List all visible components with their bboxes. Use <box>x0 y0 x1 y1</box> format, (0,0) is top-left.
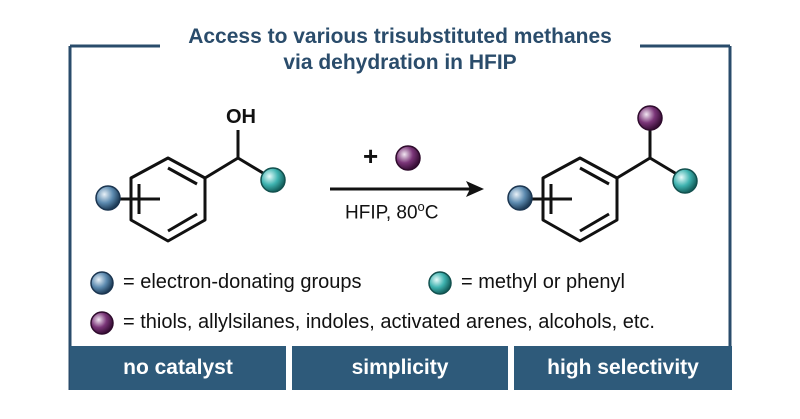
purple-sphere-reagent <box>395 145 421 171</box>
degree-symbol: o <box>417 199 425 214</box>
reactant-molecule <box>112 130 269 243</box>
conditions-text: HFIP, 80 <box>345 202 418 224</box>
legend-purple-icon <box>90 311 114 335</box>
blue-sphere-reactant <box>95 185 121 211</box>
title-line-1: Access to various trisubstituted methane… <box>188 25 612 48</box>
feature-no-catalyst: no catalyst <box>70 346 286 390</box>
blue-sphere-product <box>507 185 533 211</box>
title-line-2: via dehydration in HFIP <box>283 51 517 74</box>
legend-blue-icon <box>90 271 114 295</box>
teal-sphere-product <box>672 168 698 194</box>
hydroxyl-label: OH <box>226 106 256 128</box>
legend-teal-text: = methyl or phenyl <box>461 271 625 293</box>
purple-sphere-product <box>637 105 663 131</box>
legend-blue-text: = electron-donating groups <box>123 271 362 293</box>
feature-simplicity: simplicity <box>292 346 508 390</box>
reaction-arrow <box>330 181 484 197</box>
product-molecule <box>524 125 681 243</box>
conditions-unit: C <box>424 202 439 224</box>
legend-teal-icon <box>428 271 452 295</box>
plus-sign: + <box>363 141 379 171</box>
feature-high-selectivity: high selectivity <box>514 346 732 390</box>
reaction-conditions: HFIP, 80oC <box>345 199 439 224</box>
legend-purple-text: = thiols, allylsilanes, indoles, activat… <box>123 311 655 333</box>
frame-lines <box>68 44 732 390</box>
teal-sphere-reactant <box>260 167 286 193</box>
